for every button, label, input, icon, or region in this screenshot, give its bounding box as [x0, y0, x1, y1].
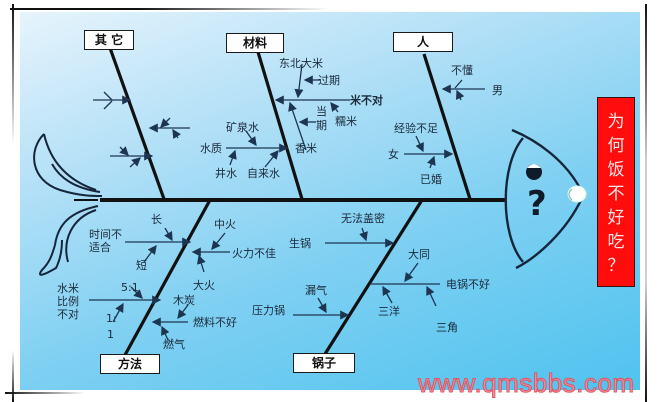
label-lack-experience: 经验不足	[394, 122, 438, 135]
frame-bottom-line	[5, 392, 85, 394]
label-leak: 漏气	[305, 284, 327, 297]
label-season: 期	[316, 119, 327, 132]
label-heat-bad: 火力不佳	[232, 247, 276, 260]
fish-head-icon	[504, 128, 584, 270]
fish-mouth-icon	[567, 185, 587, 203]
label-cant-close: 无法盖密	[341, 212, 385, 225]
label-northeast-rice: 东北大米	[279, 57, 323, 70]
category-method: 方法	[100, 354, 160, 374]
label-sanjiao: 三角	[436, 321, 458, 334]
frame-top-line	[10, 8, 330, 10]
main-bones	[108, 47, 472, 356]
label-expired: 过期	[318, 74, 340, 87]
problem-char: 何	[607, 136, 625, 156]
problem-title: 为 何 饭 不 好 吃 ？	[597, 97, 635, 287]
question-mark-icon: ?	[527, 184, 547, 224]
fish-tail-icon	[33, 133, 103, 276]
label-mineral-water: 矿泉水	[226, 121, 259, 134]
label-water-quality: 水质	[200, 142, 222, 155]
frame-right-line	[645, 4, 647, 402]
label-well-water: 井水	[215, 167, 237, 180]
label-rice-wrong: 米不对	[350, 94, 383, 107]
label-big-fire: 大火	[193, 279, 215, 292]
category-people: 人	[393, 32, 453, 52]
frame-bottom-left-tick	[12, 350, 14, 402]
problem-char: 吃	[607, 232, 625, 252]
label-fragrant-rice: 香米	[295, 142, 317, 155]
label-tap-water: 自来水	[247, 167, 280, 180]
fish-eye-icon	[526, 164, 542, 180]
label-long: 长	[151, 213, 162, 226]
label-married: 已婚	[420, 173, 442, 186]
category-pot: 锅子	[293, 353, 355, 373]
problem-char: 为	[607, 112, 625, 132]
problem-char: ？	[607, 256, 625, 276]
problem-char: 饭	[607, 160, 625, 180]
label-glutinous: 糯米	[335, 115, 357, 128]
label-ratio-1-1-b: 1	[107, 328, 114, 341]
label-rusty: 生锅	[289, 237, 311, 250]
watermark: www.qmsbbs.com	[418, 368, 635, 399]
label-short: 短	[136, 259, 147, 272]
label-time-wrong: 时间不适合	[89, 228, 122, 254]
label-ratio-1-1-a: 1:	[106, 312, 117, 325]
label-fuel-bad: 燃料不好	[193, 316, 237, 329]
label-dont-know: 不懂	[451, 64, 473, 77]
label-male: 男	[492, 84, 503, 97]
label-datong: 大同	[408, 248, 430, 261]
problem-char: 不	[607, 184, 625, 204]
label-charcoal: 木炭	[173, 294, 195, 307]
label-medium-fire: 中火	[214, 218, 236, 231]
label-sanyo: 三洋	[378, 305, 400, 318]
label-pressure-cooker: 压力锅	[252, 304, 285, 317]
label-female: 女	[388, 148, 399, 161]
problem-char: 好	[607, 208, 625, 228]
category-material: 材料	[226, 33, 284, 53]
label-current: 当	[316, 105, 327, 118]
label-ratio-wrong: 水米比例不对	[57, 282, 79, 321]
frame-left-line	[12, 4, 14, 144]
label-ratio-5-1: 5:1	[121, 281, 139, 294]
label-rice-cooker-bad: 电锅不好	[446, 278, 490, 291]
category-other: 其 它	[84, 30, 134, 50]
label-gas: 燃气	[163, 338, 185, 351]
